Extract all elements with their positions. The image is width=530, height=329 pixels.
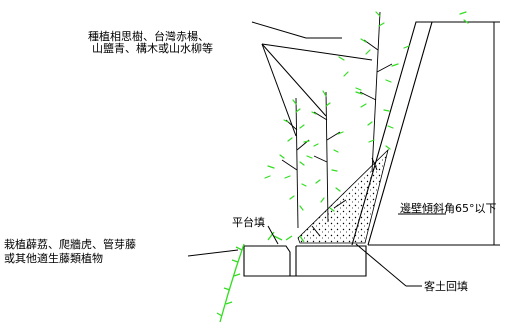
platform-base xyxy=(243,245,367,277)
vine-plants xyxy=(216,231,305,323)
height-dimension xyxy=(368,21,500,246)
tree-left xyxy=(264,97,310,229)
vine-species-label-line1: 栽植薜荔、爬牆虎、管芽藤 xyxy=(4,237,136,251)
tree-species-label-line2: 山鹽青、構木或山水柳等 xyxy=(92,41,213,55)
vine-species-label-line2: 或其他適生藤類植物 xyxy=(4,251,103,265)
tree-middle xyxy=(306,90,344,223)
tree-right xyxy=(338,11,469,173)
slope-angle-label: 邊壁傾斜角65°以下 xyxy=(400,201,497,215)
leader-lines xyxy=(187,21,446,287)
backfill-soil xyxy=(297,148,389,244)
tree-species-label-line1: 種植相思樹、台灣赤楊、 xyxy=(88,29,209,43)
platform-label: 平台填 xyxy=(232,215,265,229)
backfill-label: 客土回填 xyxy=(424,279,468,293)
